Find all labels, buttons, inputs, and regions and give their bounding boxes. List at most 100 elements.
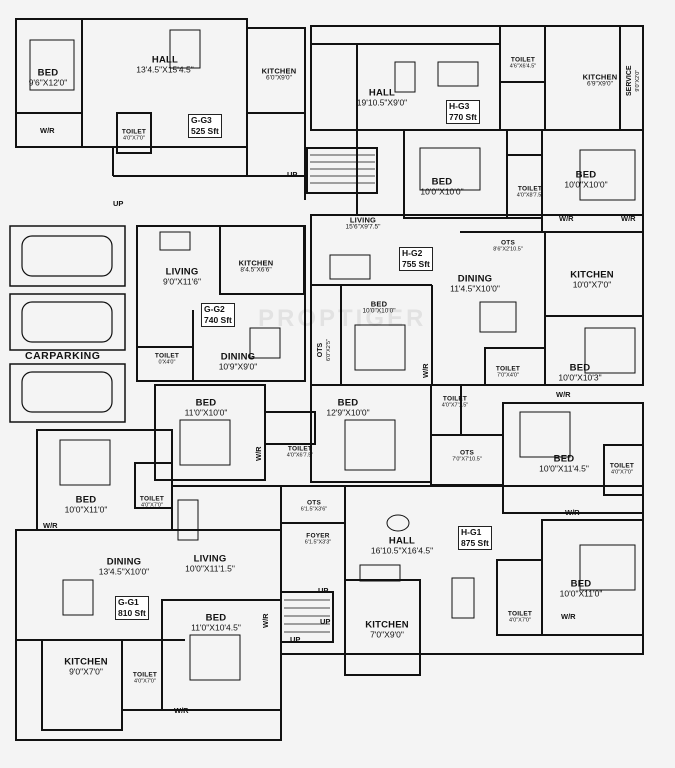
room-name: LIVING bbox=[349, 215, 377, 225]
bed-h1-c-outline bbox=[541, 519, 644, 636]
toilet-h2-b-outline bbox=[430, 384, 462, 436]
kitchen-g2-outline bbox=[219, 225, 305, 295]
wardrobe-label: W/R bbox=[561, 612, 576, 621]
room-dimension: 6'0"X9'0" bbox=[266, 74, 292, 82]
stair-up-label: UP bbox=[318, 586, 329, 595]
wardrobe-label: W/R bbox=[40, 126, 55, 135]
room-dimension: 10'0"X10'0" bbox=[564, 179, 608, 190]
room-name: DINING bbox=[106, 556, 142, 568]
unit-h2-outline bbox=[310, 214, 644, 386]
car-slot-1 bbox=[9, 225, 126, 287]
room-name: LIVING bbox=[193, 553, 227, 565]
room-dimension: 10'9"X9'0" bbox=[218, 361, 258, 372]
kitchen-h1-outline bbox=[344, 579, 421, 676]
carparking-label: CARPARKING bbox=[25, 350, 101, 362]
room-name: BED bbox=[37, 67, 59, 79]
unit-area: 740 Sft bbox=[204, 315, 232, 325]
room-name: KITCHEN bbox=[261, 66, 297, 76]
room-dimension: 10'0"X11'1.5" bbox=[185, 563, 235, 574]
room-name: HALL bbox=[388, 535, 416, 547]
room-dimension: 15'6"X9'7.5" bbox=[345, 223, 381, 231]
room-name: OTS bbox=[460, 449, 474, 457]
room-dimension: 8'4.5"X6'6" bbox=[240, 266, 272, 274]
bed-h3-b-outline bbox=[541, 129, 644, 233]
room-name: TOILET bbox=[139, 495, 165, 503]
wardrobe-label: W/R bbox=[174, 706, 189, 715]
unit-area: 755 Sft bbox=[402, 259, 430, 269]
room-dimension: 6'1.5"X3'3" bbox=[304, 539, 332, 546]
bed-g1-outline bbox=[36, 429, 173, 531]
unit-h1-outline bbox=[280, 485, 644, 655]
room-name: BED bbox=[575, 169, 597, 181]
room-name: BED bbox=[569, 362, 591, 374]
room-dimension: 11'0"X10'0" bbox=[184, 407, 228, 418]
room-dimension: 13'4.5"X15'4.5" bbox=[136, 64, 194, 75]
room-dimension: 6'1.5"X3'6" bbox=[300, 506, 328, 513]
room-dimension: 16'10.5"X16'4.5" bbox=[370, 545, 434, 556]
unit-code: H-G1 bbox=[461, 527, 482, 537]
toilet-g3-outline bbox=[116, 112, 152, 154]
room-dimension: 10'0"X7'0" bbox=[572, 279, 612, 290]
wardrobe-label: W/R bbox=[559, 214, 574, 223]
vertical-label-dim: 9'0"X2'0" bbox=[635, 69, 641, 92]
room-dimension: 11'0"X10'4.5" bbox=[191, 622, 241, 633]
room-dimension: 13'4.5"X10'0" bbox=[98, 566, 150, 577]
toilet-g2-b-outline bbox=[264, 411, 316, 445]
room-name: BED bbox=[553, 453, 575, 465]
unit-code: H-G2 bbox=[402, 248, 423, 258]
room-dimension: 4'0"X8'7.5" bbox=[516, 192, 544, 199]
room-dimension: 4'0"X7'0" bbox=[123, 135, 145, 142]
room-name: TOILET bbox=[495, 365, 521, 373]
stair-up-label: UP bbox=[287, 170, 298, 179]
room-dimension: 4'0"X7'0" bbox=[141, 502, 163, 509]
room-dimension: 7'0"X9'0" bbox=[370, 629, 404, 640]
stair-core-1 bbox=[306, 147, 378, 194]
unit-area: 770 Sft bbox=[449, 112, 477, 122]
furniture bbox=[29, 29, 636, 681]
room-dimension: 10'0"X11'0" bbox=[559, 588, 603, 599]
room-name: TOILET bbox=[609, 462, 635, 470]
room-name: TOILET bbox=[510, 56, 536, 64]
room-name: TOILET bbox=[132, 671, 158, 679]
unit-code: G-G2 bbox=[204, 304, 225, 314]
room-name: HALL bbox=[151, 54, 179, 66]
stair-up-label: UP bbox=[113, 199, 124, 208]
unit-code: H-G3 bbox=[449, 101, 470, 111]
room-dimension: 10'0"X11'0" bbox=[64, 504, 108, 515]
room-name: BED bbox=[75, 494, 97, 506]
room-dimension: 9'6"X12'0" bbox=[28, 77, 68, 88]
room-name: KITCHEN bbox=[365, 619, 409, 631]
stair-treads bbox=[284, 154, 375, 633]
room-name: TOILET bbox=[442, 395, 468, 403]
room-name: OTS bbox=[307, 499, 321, 507]
room-dimension: 10'0"X10'3" bbox=[558, 372, 602, 383]
room-name: TOILET bbox=[121, 128, 147, 136]
